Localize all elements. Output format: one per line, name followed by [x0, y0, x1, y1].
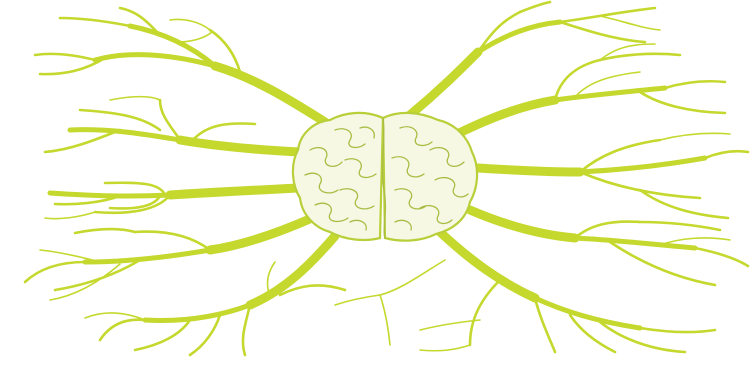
branch-left-upper-middle: [45, 97, 300, 152]
branch-right-upper-middle: [455, 44, 725, 135]
branch-right-lower: [335, 232, 715, 352]
branch-left-lower-middle: [25, 218, 312, 300]
branch-right-lower-middle: [470, 210, 748, 285]
branch-left-upper: [35, 8, 325, 122]
branch-right-middle: [478, 133, 748, 218]
branch-left-lower: [85, 236, 345, 355]
branch-right-upper: [410, 2, 660, 115]
branch-left-middle: [45, 183, 298, 219]
brain-icon: [293, 113, 477, 241]
